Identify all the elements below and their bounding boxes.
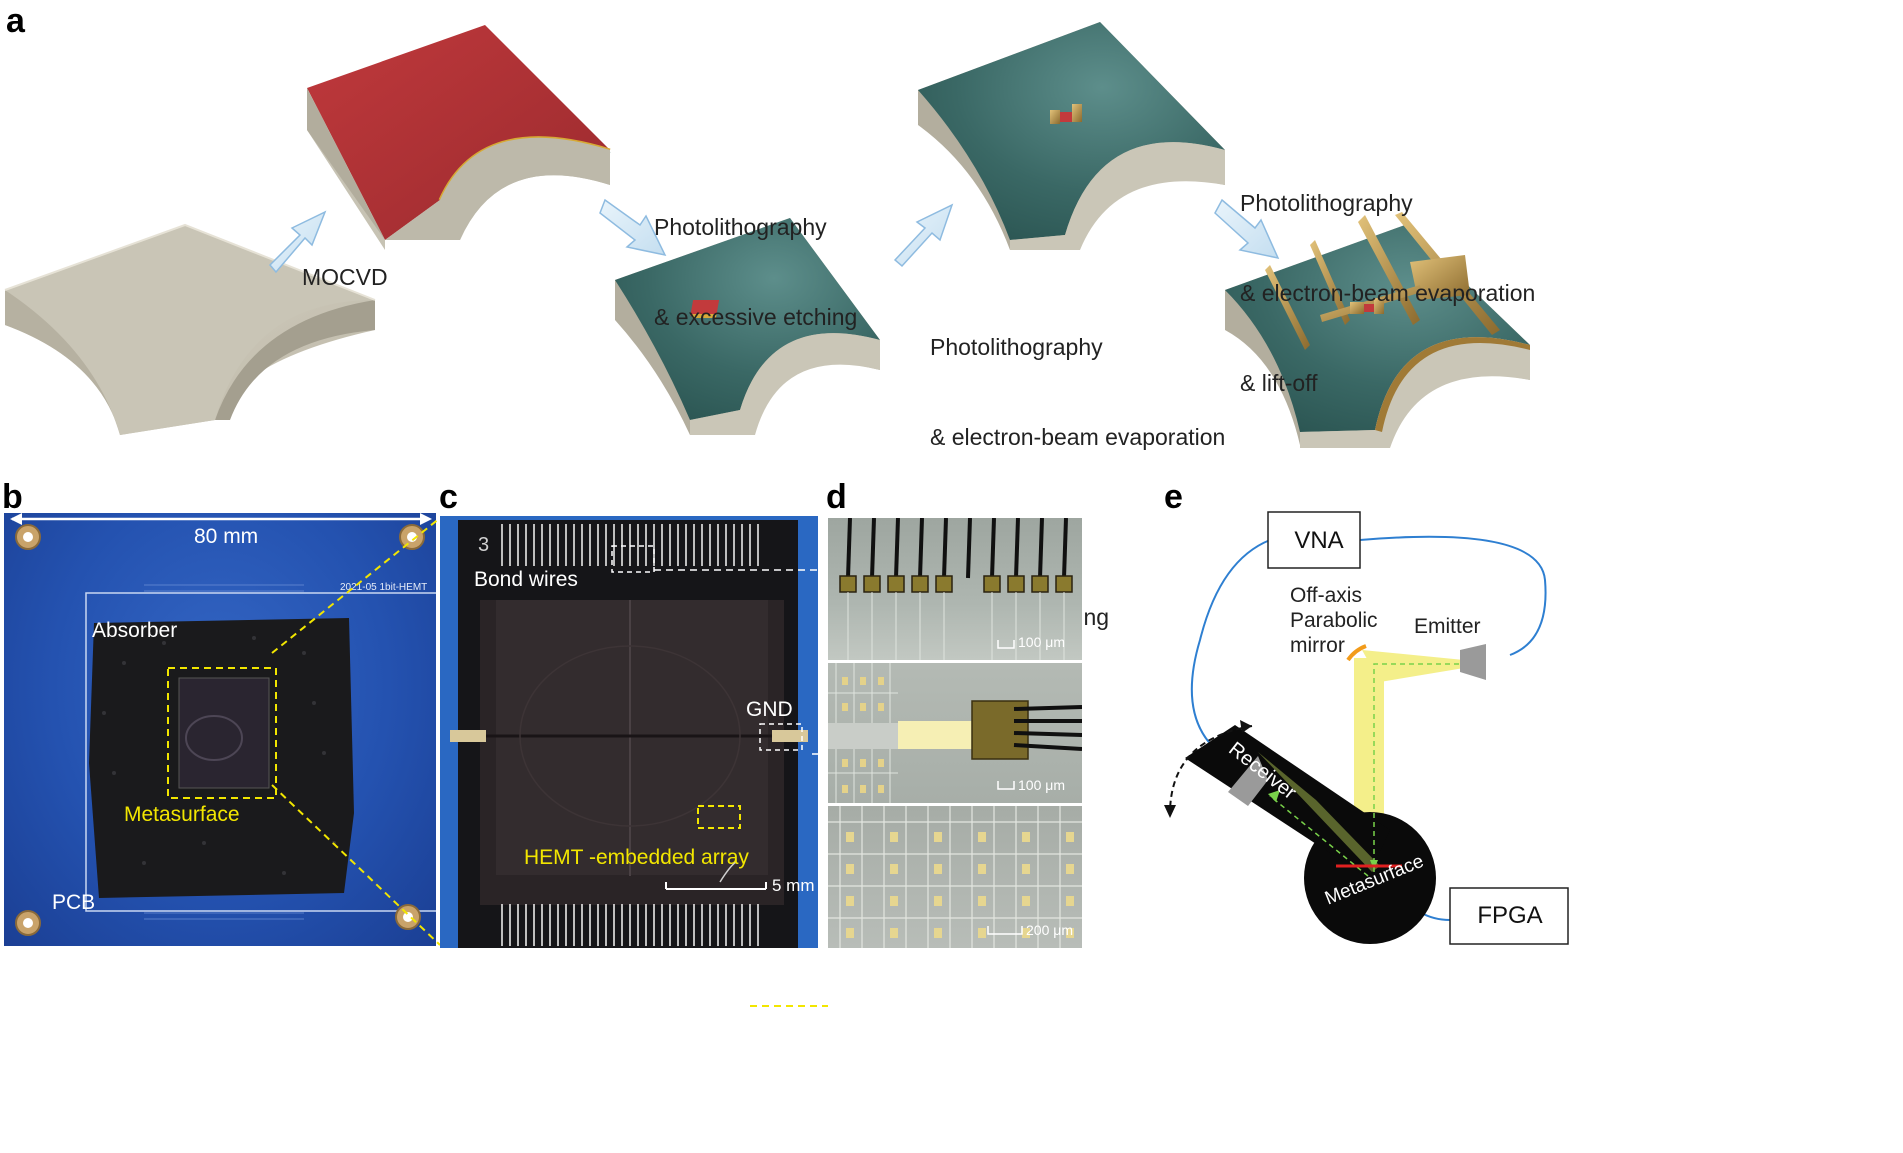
gate-step-label: Photolithography & electron-beam evapora… bbox=[1240, 128, 1535, 428]
fpga-box bbox=[1449, 887, 1569, 945]
receiver-horn bbox=[1228, 756, 1268, 806]
hemt-array-label: HEMT -embedded array bbox=[524, 846, 749, 869]
mirror-line: Off-axis bbox=[1290, 584, 1362, 607]
pcb-marking: 2021-05 1bit-HEMT bbox=[340, 582, 428, 593]
step-line: Photolithography bbox=[654, 214, 827, 240]
emitter-beam bbox=[1362, 650, 1464, 682]
micrograph-middle: 100 μm bbox=[828, 663, 1082, 803]
zoom-lines-c-to-d bbox=[654, 569, 828, 1007]
step-line: & electron-beam evaporation bbox=[1240, 280, 1536, 306]
vna-label: VNA bbox=[1294, 527, 1344, 554]
panel-b-label: b bbox=[2, 478, 23, 516]
vna-box bbox=[1267, 511, 1361, 569]
micrograph-top: 100 μm bbox=[828, 518, 1082, 660]
metasurface-highlight-box bbox=[167, 667, 277, 799]
cable bbox=[1359, 535, 1547, 656]
step-line: Photolithography bbox=[930, 334, 1103, 360]
measurement-setup-diagram bbox=[1164, 511, 1569, 945]
micrograph-bottom: 200 μm bbox=[828, 806, 1082, 948]
metasurface-chip bbox=[178, 677, 270, 789]
receiver-arm bbox=[1185, 725, 1390, 878]
scale-label-bottom: 200 μm bbox=[1026, 922, 1073, 938]
gnd-label: GND bbox=[746, 698, 793, 721]
zoom-lines-b-to-c bbox=[271, 517, 441, 946]
mirror-line: mirror bbox=[1290, 634, 1345, 657]
emitter-horn bbox=[1460, 644, 1486, 680]
step-line: Photolithography bbox=[1240, 190, 1413, 216]
substrate-block bbox=[4, 223, 376, 435]
epitaxial-wafer-block bbox=[307, 25, 611, 250]
bond-wires-label: Bond wires bbox=[474, 568, 578, 591]
gnd-highlight-box bbox=[759, 723, 803, 751]
panel-a-label: a bbox=[6, 2, 25, 40]
step-line: & electron-beam evaporation bbox=[930, 424, 1226, 450]
mocvd-label: MOCVD bbox=[302, 264, 388, 290]
emitter-label: Emitter bbox=[1414, 615, 1481, 638]
scale-label-top: 100 μm bbox=[1018, 634, 1065, 650]
mirror-line: Parabolic bbox=[1290, 609, 1378, 632]
bond-wire-highlight-box bbox=[611, 545, 655, 573]
metasurface-label: Metasurface bbox=[124, 803, 240, 826]
scale-label-middle: 100 μm bbox=[1018, 777, 1065, 793]
pcb-width-label: 80 mm bbox=[194, 525, 259, 548]
ohmic-contact-block bbox=[918, 22, 1225, 250]
array-highlight-box bbox=[697, 805, 741, 829]
absorber-label: Absorber bbox=[92, 619, 178, 642]
chip-number: 3 bbox=[478, 534, 490, 556]
panel-d-label: d bbox=[826, 478, 847, 516]
etching-step-label: Photolithography & excessive etching bbox=[654, 152, 857, 362]
panel-e-label: e bbox=[1164, 478, 1183, 516]
panel-a-process-diagram bbox=[4, 22, 1530, 448]
etched-mesa-block bbox=[615, 218, 880, 435]
process-arrow bbox=[268, 210, 327, 274]
fpga-label: FPGA bbox=[1477, 902, 1543, 929]
mirror-label: Off-axis Parabolic mirror bbox=[1290, 583, 1378, 658]
gate-metal-block bbox=[1225, 212, 1530, 448]
process-arrow bbox=[893, 203, 954, 268]
chip-photo: 3 Bond wires GND HEMT -embedded array 5 … bbox=[440, 516, 818, 948]
step-line: & excessive etching bbox=[654, 304, 858, 330]
process-arrow bbox=[1214, 198, 1280, 260]
process-arrow bbox=[599, 198, 667, 257]
chip-scale-label: 5 mm bbox=[772, 876, 815, 895]
step-line: & lift-off bbox=[1240, 370, 1318, 396]
pcb-photo: 80 mm 2021-05 1bit-HEMT Absorber Metasur… bbox=[4, 513, 436, 946]
panel-c-label: c bbox=[439, 478, 458, 516]
pcb-label: PCB bbox=[52, 891, 96, 914]
parabolic-mirror bbox=[1346, 644, 1367, 662]
